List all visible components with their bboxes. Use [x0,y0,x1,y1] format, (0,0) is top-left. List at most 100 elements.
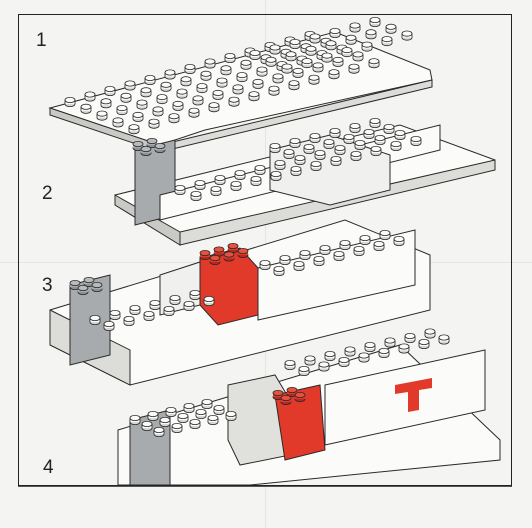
stud [250,175,262,187]
stud [210,185,222,197]
stud [312,62,324,73]
stud [279,254,291,266]
stud [284,359,296,371]
stud [293,260,305,272]
stud [77,284,89,296]
stud [188,107,200,118]
stud [164,69,176,80]
stud [174,184,186,196]
stud [252,78,264,89]
stud [361,41,373,52]
stud [280,394,292,406]
stud [299,249,311,261]
stud [318,361,330,372]
stud [424,328,436,339]
stud [273,265,285,277]
stud [341,47,353,58]
stud [165,406,177,418]
stud [148,118,160,129]
stud [383,123,395,135]
step-4-walls [117,328,501,486]
stud [319,244,331,256]
step-number-2: 2 [42,183,53,204]
stud [334,144,346,156]
stud [309,33,321,44]
stud [352,51,364,62]
stud [207,414,219,426]
stud [379,229,391,241]
stud [343,133,355,145]
stud [189,289,201,301]
stud [294,391,306,403]
stud [227,242,239,254]
stud [301,58,313,69]
stud [213,404,225,416]
stud [285,51,297,62]
stud [323,138,335,150]
stud [183,300,195,312]
stud [364,341,376,353]
stud [163,305,175,317]
stud [305,45,317,56]
stud [329,127,341,139]
stud [325,40,337,51]
stud [201,398,213,410]
stud [288,80,300,91]
stud [172,100,184,111]
stud [216,77,228,88]
stud [410,135,422,147]
stud [378,347,390,359]
stud [374,134,386,146]
stud [220,65,232,76]
stud [84,91,96,102]
stud [224,52,236,64]
stud [328,69,340,80]
stud [176,88,188,99]
stud [365,29,377,40]
stud [213,246,225,257]
stud [91,281,103,293]
stud [147,410,159,422]
stud [128,124,140,135]
step-2-walls [114,117,496,246]
stud [180,76,192,87]
stud [358,352,370,363]
stud [120,92,132,103]
stud [338,356,350,368]
stud [281,63,293,74]
stud [304,355,316,366]
stud [103,320,115,332]
stud [212,89,224,100]
stud [292,67,304,78]
stud [256,66,268,77]
stud [369,117,381,129]
stud [183,402,195,414]
stud [156,94,168,105]
stud [154,142,166,154]
stud [132,111,144,122]
stud [385,23,397,34]
stud [418,338,430,350]
stud [143,310,155,322]
stud [269,142,281,154]
stud [274,159,286,171]
stud [272,73,284,84]
stud [373,240,385,252]
stud [123,315,135,327]
stud [96,110,108,121]
stud [196,83,208,94]
stud [270,170,282,182]
stud [240,59,252,70]
stud [359,234,371,246]
stud [404,332,416,344]
stud [159,416,171,428]
stud [298,365,310,377]
red-t-sign [395,378,432,412]
stud [314,149,326,161]
stud [249,49,261,61]
stud [200,70,212,81]
stud [234,169,246,181]
stud [269,44,281,55]
stud [169,294,181,306]
stud [333,250,345,262]
